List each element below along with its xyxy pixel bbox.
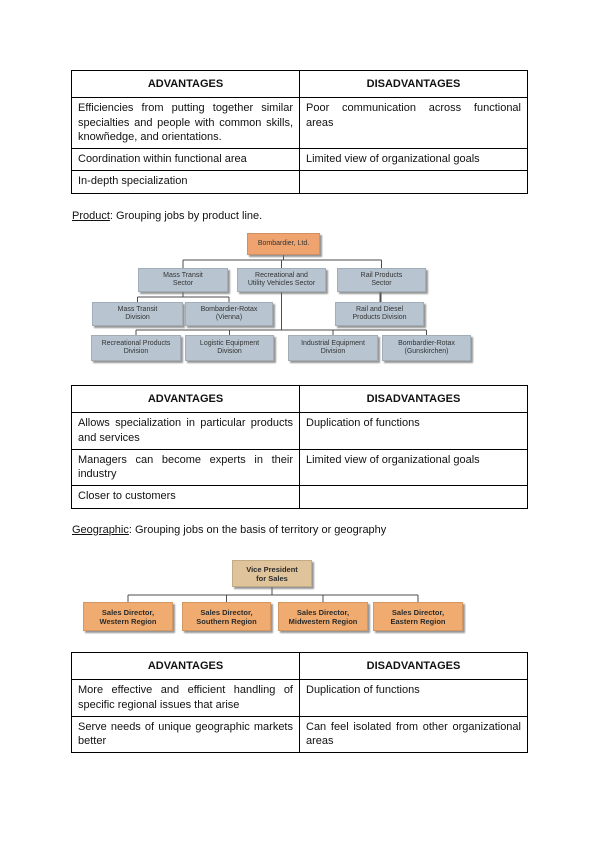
geographic-desc: : Grouping jobs on the basis of territor… <box>128 524 387 536</box>
table-cell <box>299 485 528 509</box>
table-row: Efficiencies from putting together simil… <box>71 97 528 150</box>
org-node-mass-transit-sector: Mass Transit Sector <box>138 268 228 292</box>
table-cell: Allows specialization in particular prod… <box>71 412 300 450</box>
connector-lines <box>127 587 419 602</box>
product-definition: Product: Grouping jobs by product line. <box>72 210 262 222</box>
table-cell: Duplication of functions <box>299 412 528 450</box>
table-cell: Limited view of organizational goals <box>299 148 528 172</box>
disadvantages-header: DISADVANTAGES <box>299 384 528 414</box>
table-row: Serve needs of unique geographic markets… <box>71 715 528 754</box>
org-node-logistic-equipment-division: Logistic Equipment Division <box>185 335 274 361</box>
disadvantages-header: DISADVANTAGES <box>299 651 528 681</box>
org-node-industrial-equipment-division: Industrial Equipment Division <box>288 335 378 361</box>
table-cell: Can feel isolated from other organizatio… <box>299 715 528 754</box>
table-cell: Serve needs of unique geographic markets… <box>71 715 300 754</box>
advantages-disadvantages-table-product: ADVANTAGES DISADVANTAGES Allows speciali… <box>71 384 528 509</box>
table-row: Closer to customers <box>71 485 528 509</box>
table-cell: Limited view of organizational goals <box>299 448 528 487</box>
org-node-rail-products-sector: Rail Products Sector <box>337 268 426 292</box>
advantages-disadvantages-table-functional: ADVANTAGES DISADVANTAGES Efficiencies fr… <box>71 69 528 194</box>
org-node-mass-transit-division: Mass Transit Division <box>92 302 183 326</box>
org-node-vice-president-sales: Vice President for Sales <box>232 560 312 587</box>
table-row: Coordination within functional area Limi… <box>71 148 528 172</box>
geographic-org-chart: Vice President for Sales Sales Director,… <box>80 555 470 640</box>
advantages-header: ADVANTAGES <box>71 69 300 99</box>
product-term: Product <box>72 210 110 222</box>
table-row: More effective and efficient handling of… <box>71 679 528 717</box>
org-node-recreational-products-division: Recreational Products Division <box>91 335 181 361</box>
table-cell: Managers can become experts in their ind… <box>71 448 300 487</box>
geographic-definition: Geographic: Grouping jobs on the basis o… <box>72 524 386 536</box>
table-cell <box>299 170 528 194</box>
org-node-sales-director-western: Sales Director, Western Region <box>83 602 173 631</box>
product-org-chart: Bombardier, Ltd. Mass Transit Sector Rec… <box>85 230 483 370</box>
table-cell: Coordination within functional area <box>71 148 300 172</box>
advantages-header: ADVANTAGES <box>71 384 300 414</box>
table-row: In-depth specialization <box>71 170 528 194</box>
table-cell: More effective and efficient handling of… <box>71 679 300 717</box>
disadvantages-header: DISADVANTAGES <box>299 69 528 99</box>
table-row: Allows specialization in particular prod… <box>71 412 528 450</box>
geographic-term: Geographic <box>72 524 129 536</box>
org-node-bombardier-rotax-gunskirchen: Bombardier-Rotax (Gunskirchen) <box>382 335 471 361</box>
advantages-disadvantages-table-geographic: ADVANTAGES DISADVANTAGES More effective … <box>71 651 528 754</box>
table-cell: Poor communication across functional are… <box>299 97 528 150</box>
table-cell: Efficiencies from putting together simil… <box>71 97 300 150</box>
table-cell: Duplication of functions <box>299 679 528 717</box>
org-node-bombardier: Bombardier, Ltd. <box>247 233 320 255</box>
org-node-sales-director-midwestern: Sales Director, Midwestern Region <box>278 602 368 631</box>
product-desc: : Grouping jobs by product line. <box>109 210 263 222</box>
org-node-rail-diesel-products-division: Rail and Diesel Products Division <box>335 302 424 326</box>
org-node-sales-director-southern: Sales Director, Southern Region <box>182 602 271 631</box>
advantages-header: ADVANTAGES <box>71 651 300 681</box>
connector-lines <box>135 255 427 335</box>
table-row: Managers can become experts in their ind… <box>71 448 528 487</box>
org-node-bombardier-rotax-vienna: Bombardier-Rotax (Vienna) <box>185 302 273 326</box>
table-cell: Closer to customers <box>71 485 300 509</box>
org-node-recreational-utility-vehicles-sector: Recreational and Utility Vehicles Sector <box>237 268 326 292</box>
table-cell: In-depth specialization <box>71 170 300 194</box>
org-node-sales-director-eastern: Sales Director, Eastern Region <box>373 602 463 631</box>
